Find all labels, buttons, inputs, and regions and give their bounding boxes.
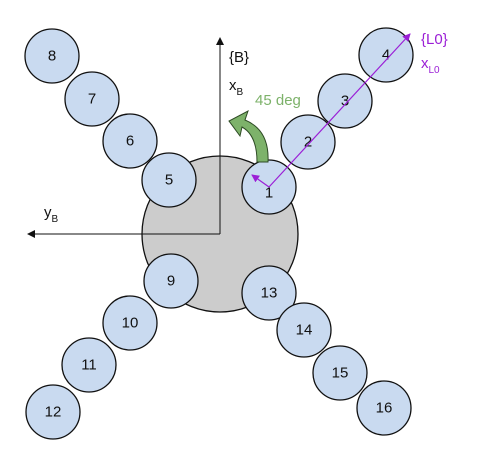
- joint-label: 10: [122, 315, 139, 332]
- joint-10: 10: [102, 295, 158, 351]
- joint-circle: [241, 265, 297, 321]
- joint-circle: [141, 152, 197, 208]
- joint-2: 2: [280, 114, 336, 170]
- joint-8: 8: [24, 28, 80, 84]
- joint-label: 12: [45, 404, 62, 421]
- body-frame-label: {B}: [229, 49, 249, 66]
- joint-6: 6: [102, 113, 158, 169]
- joint-11: 11: [61, 337, 117, 393]
- joint-label: 1: [265, 185, 273, 202]
- joint-label: 14: [296, 322, 313, 339]
- joint-circle: [358, 27, 414, 83]
- rotation-label: 45 deg: [255, 92, 301, 109]
- joint-14: 14: [276, 302, 332, 358]
- joints-group: 4 3 2 1 8 7 6 5 9 10 11 12 13 14 15 16: [24, 27, 414, 440]
- leg-axis-perp-arrow: [251, 174, 270, 188]
- joint-circle: [102, 113, 158, 169]
- leg-x-axis-label: xL0: [421, 55, 440, 76]
- joint-circle: [276, 302, 332, 358]
- joint-circle: [312, 345, 368, 401]
- joint-circle: [356, 380, 412, 436]
- joint-label: 4: [382, 47, 390, 64]
- body-x-axis-label: xB: [229, 77, 244, 98]
- joint-circle: [64, 71, 120, 127]
- joint-label: 8: [48, 48, 56, 65]
- joint-circle: [24, 28, 80, 84]
- joint-circle: [280, 114, 336, 170]
- joint-label: 13: [261, 285, 278, 302]
- rotation-arrow: [228, 109, 269, 163]
- joint-12: 12: [25, 384, 81, 440]
- joint-label: 6: [126, 133, 134, 150]
- joint-circle: [143, 253, 199, 309]
- joint-16: 16: [356, 380, 412, 436]
- joint-label: 11: [81, 357, 97, 374]
- joint-7: 7: [64, 71, 120, 127]
- joint-4: 4: [358, 27, 414, 83]
- joint-label: 2: [304, 134, 312, 151]
- joint-circle: [61, 337, 117, 393]
- joint-label: 9: [167, 273, 175, 290]
- joint-5: 5: [141, 152, 197, 208]
- leg-x-axis-arrow: [268, 33, 411, 188]
- joint-circle: [25, 384, 81, 440]
- body-y-axis-label: yB: [44, 204, 59, 225]
- joint-circle: [317, 73, 373, 129]
- joint-3: 3: [317, 73, 373, 129]
- joint-label: 15: [332, 365, 349, 382]
- joint-15: 15: [312, 345, 368, 401]
- joint-label: 16: [376, 400, 393, 417]
- joint-13: 13: [241, 265, 297, 321]
- joint-label: 5: [165, 172, 173, 189]
- joint-label: 7: [88, 91, 96, 108]
- joint-circle: [102, 295, 158, 351]
- leg-frame-label: {L0}: [421, 31, 448, 48]
- joint-label: 3: [341, 93, 349, 110]
- joint-9: 9: [143, 253, 199, 309]
